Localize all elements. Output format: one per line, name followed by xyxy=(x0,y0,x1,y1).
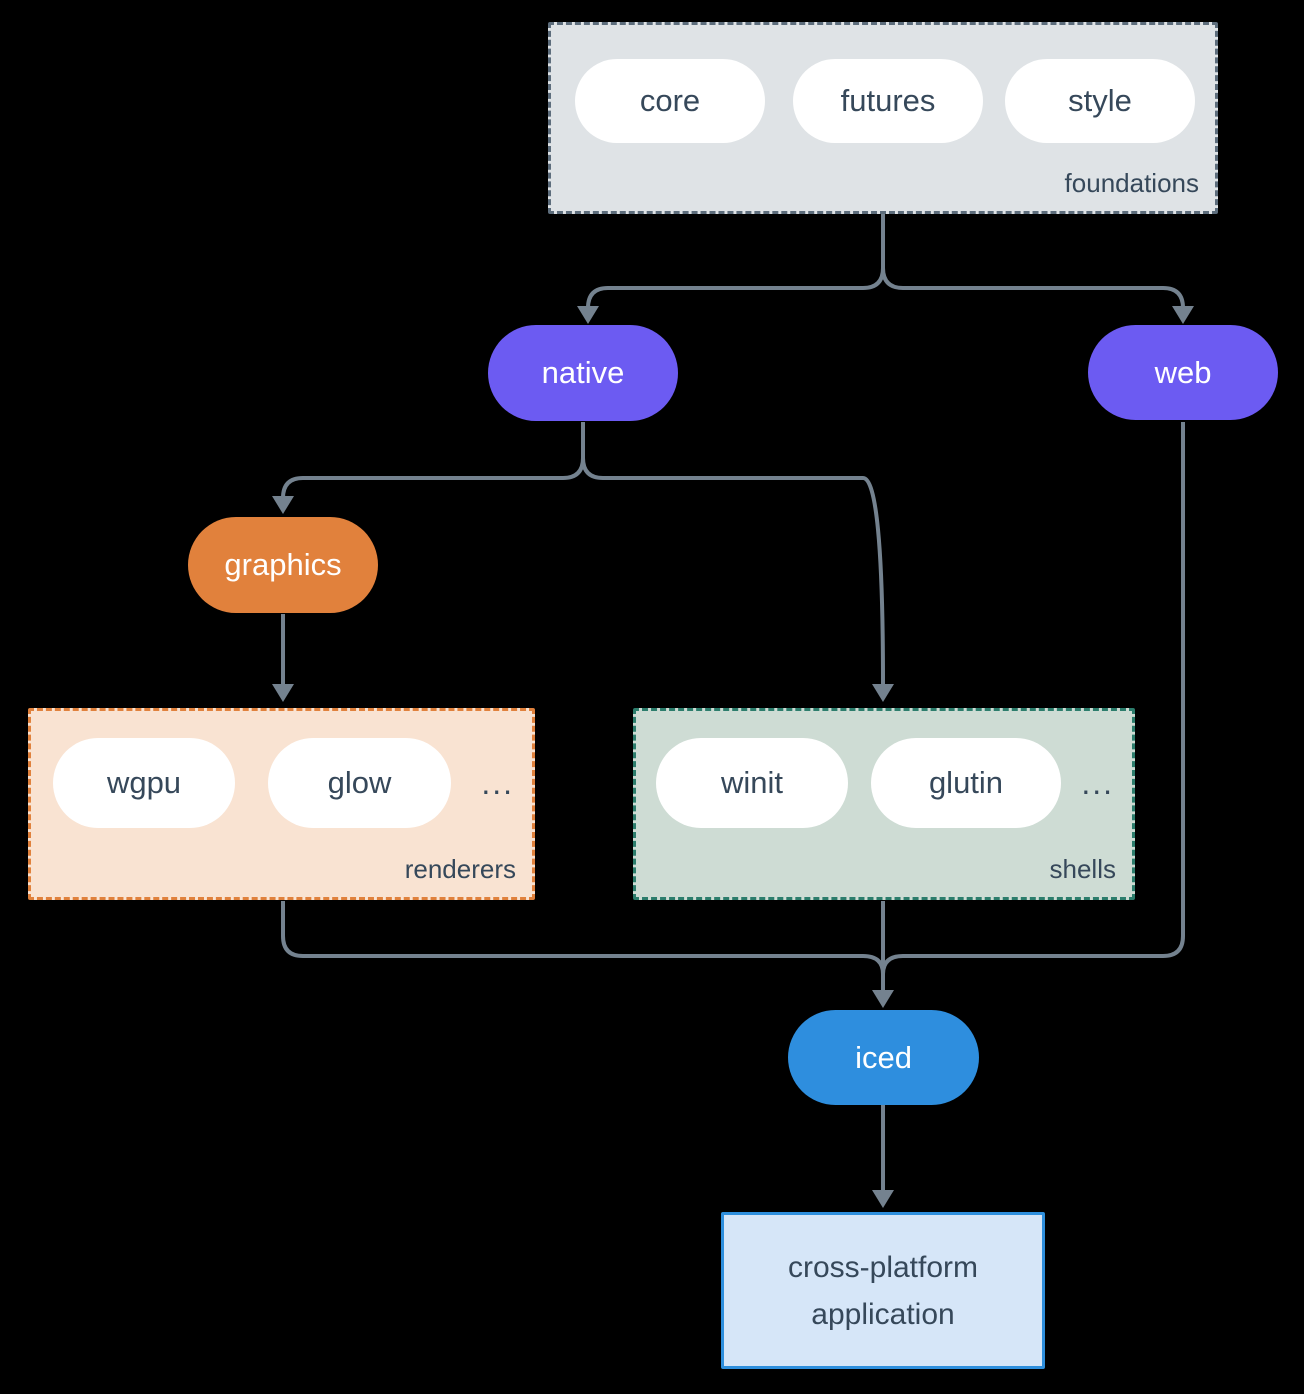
group-foundations-label: foundations xyxy=(1064,168,1199,198)
node-glutin: glutin xyxy=(871,738,1061,828)
node-glow: glow xyxy=(268,738,451,828)
application-label-line2: application xyxy=(811,1297,955,1331)
node-native: native xyxy=(488,325,678,421)
edge-native-graphics xyxy=(281,457,585,499)
arrowhead-native xyxy=(577,306,599,324)
node-winit: winit xyxy=(656,738,848,828)
group-shells-label: shells xyxy=(1049,854,1116,884)
node-wgpu: wgpu xyxy=(53,738,235,828)
arrowhead-web xyxy=(1172,306,1194,324)
edge-renderers-merge xyxy=(281,901,885,975)
edge-web-merge xyxy=(881,422,1185,975)
arrowhead-iced xyxy=(872,990,894,1008)
application-label-line1: cross-platform xyxy=(787,1250,979,1284)
arrowhead-shells xyxy=(872,684,894,702)
edge-foundations-native xyxy=(586,267,885,309)
group-renderers-label: renderers xyxy=(404,854,516,884)
arrowhead-application xyxy=(872,1190,894,1208)
node-cross-platform-application: cross-platform application xyxy=(721,1212,1045,1369)
node-futures: futures xyxy=(793,59,983,143)
edge-foundations-web xyxy=(881,267,1185,309)
node-core: core xyxy=(575,59,765,143)
node-graphics: graphics xyxy=(188,517,378,613)
arrowhead-renderers xyxy=(272,684,294,702)
node-style: style xyxy=(1005,59,1195,143)
group-renderers: wgpu glow ... renderers xyxy=(28,708,535,900)
group-foundations: core futures style foundations xyxy=(548,22,1218,214)
shells-ellipsis: ... xyxy=(1081,764,1114,801)
node-web: web xyxy=(1088,325,1278,420)
group-shells: winit glutin ... shells xyxy=(633,708,1135,900)
renderers-ellipsis: ... xyxy=(481,764,514,801)
node-iced: iced xyxy=(788,1010,979,1105)
edge-native-shells xyxy=(581,457,885,685)
arrowhead-graphics xyxy=(272,496,294,514)
